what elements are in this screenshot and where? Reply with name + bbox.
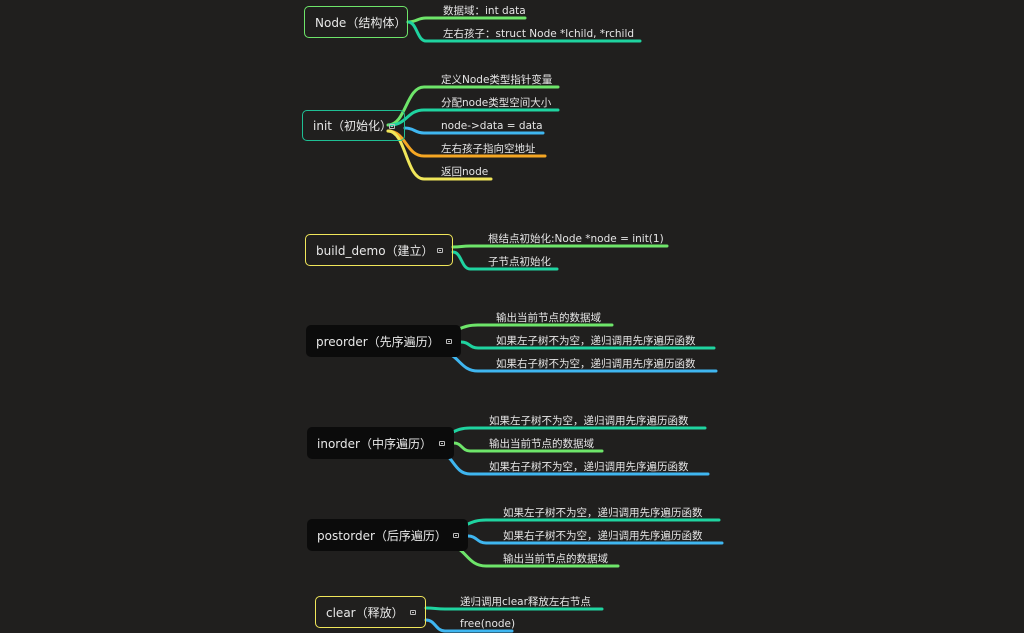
connector-line-10 [459,340,716,350]
connector-line-1 [406,20,642,43]
note-icon[interactable] [439,441,445,446]
preorder-leaf-1: 输出当前节点的数据域 [496,312,601,324]
note-icon[interactable] [446,339,452,344]
build-demo-leaf-2: 子节点初始化 [488,256,551,268]
note-icon[interactable] [453,533,459,538]
connector-line-19 [424,618,514,633]
connector-line-16 [466,534,724,545]
connector-line-7 [451,244,669,249]
inorder-label: inorder（中序遍历） [317,436,432,451]
connector-line-12 [434,426,707,438]
preorder-leaf-2: 如果左子树不为空，递归调用先序遍历函数 [496,335,696,347]
connector-line-4 [403,126,545,135]
postorder-node[interactable]: postorder（后序遍历） [307,519,468,551]
init-leaf-4: 左右孩子指向空地址 [441,143,536,155]
build-demo-leaf-1: 根结点初始化:Node *node = init(1) [488,233,664,245]
preorder-label: preorder（先序遍历） [316,334,440,349]
connector-line-6 [386,129,493,181]
inorder-leaf-3: 如果右子树不为空，递归调用先序遍历函数 [489,461,689,473]
init-node[interactable]: init（初始化） [302,110,405,141]
clear-label: clear（释放） [326,605,404,620]
inorder-node[interactable]: inorder（中序遍历） [307,427,454,459]
node-struct-node[interactable]: Node（结构体） [304,6,408,38]
preorder-node[interactable]: preorder（先序遍历） [306,325,461,357]
clear-node[interactable]: clear（释放） [315,596,426,628]
init-leaf-5: 返回node [441,166,489,178]
connector-line-8 [451,250,559,271]
preorder-leaf-3: 如果右子树不为空，递归调用先序遍历函数 [496,358,696,370]
init-leaf-2: 分配node类型空间大小 [441,97,552,109]
connector-line-15 [448,518,721,530]
postorder-label: postorder（后序遍历） [317,528,447,543]
clear-leaf-2: free(node) [460,618,516,630]
note-icon[interactable] [410,610,416,615]
init-leaf-1: 定义Node类型指针变量 [441,74,553,86]
postorder-leaf-2: 如果右子树不为空，递归调用先序遍历函数 [503,530,703,542]
connector-line-18 [424,606,604,611]
clear-leaf-1: 递归调用clear释放左右节点 [460,596,591,608]
node-struct-leaf-data: 数据域：int data [443,5,526,17]
connector-line-0 [406,16,527,24]
node-struct-label: Node（结构体） [315,15,407,30]
note-icon[interactable] [389,123,395,129]
build-demo-node[interactable]: build_demo（建立） [305,234,453,266]
postorder-leaf-1: 如果左子树不为空，递归调用先序遍历函数 [503,507,703,519]
note-icon[interactable] [437,248,443,253]
node-struct-leaf-children: 左右孩子：struct Node *lchild, *rchild [443,28,635,40]
build-demo-label: build_demo（建立） [316,243,434,258]
postorder-leaf-3: 输出当前节点的数据域 [503,553,608,565]
inorder-leaf-2: 输出当前节点的数据域 [489,438,594,450]
connector-line-13 [452,441,604,453]
connector-line-9 [438,323,614,335]
init-label: init（初始化） [313,119,392,133]
inorder-leaf-1: 如果左子树不为空，递归调用先序遍历函数 [489,415,689,427]
init-leaf-3: node->data = data [441,120,543,132]
